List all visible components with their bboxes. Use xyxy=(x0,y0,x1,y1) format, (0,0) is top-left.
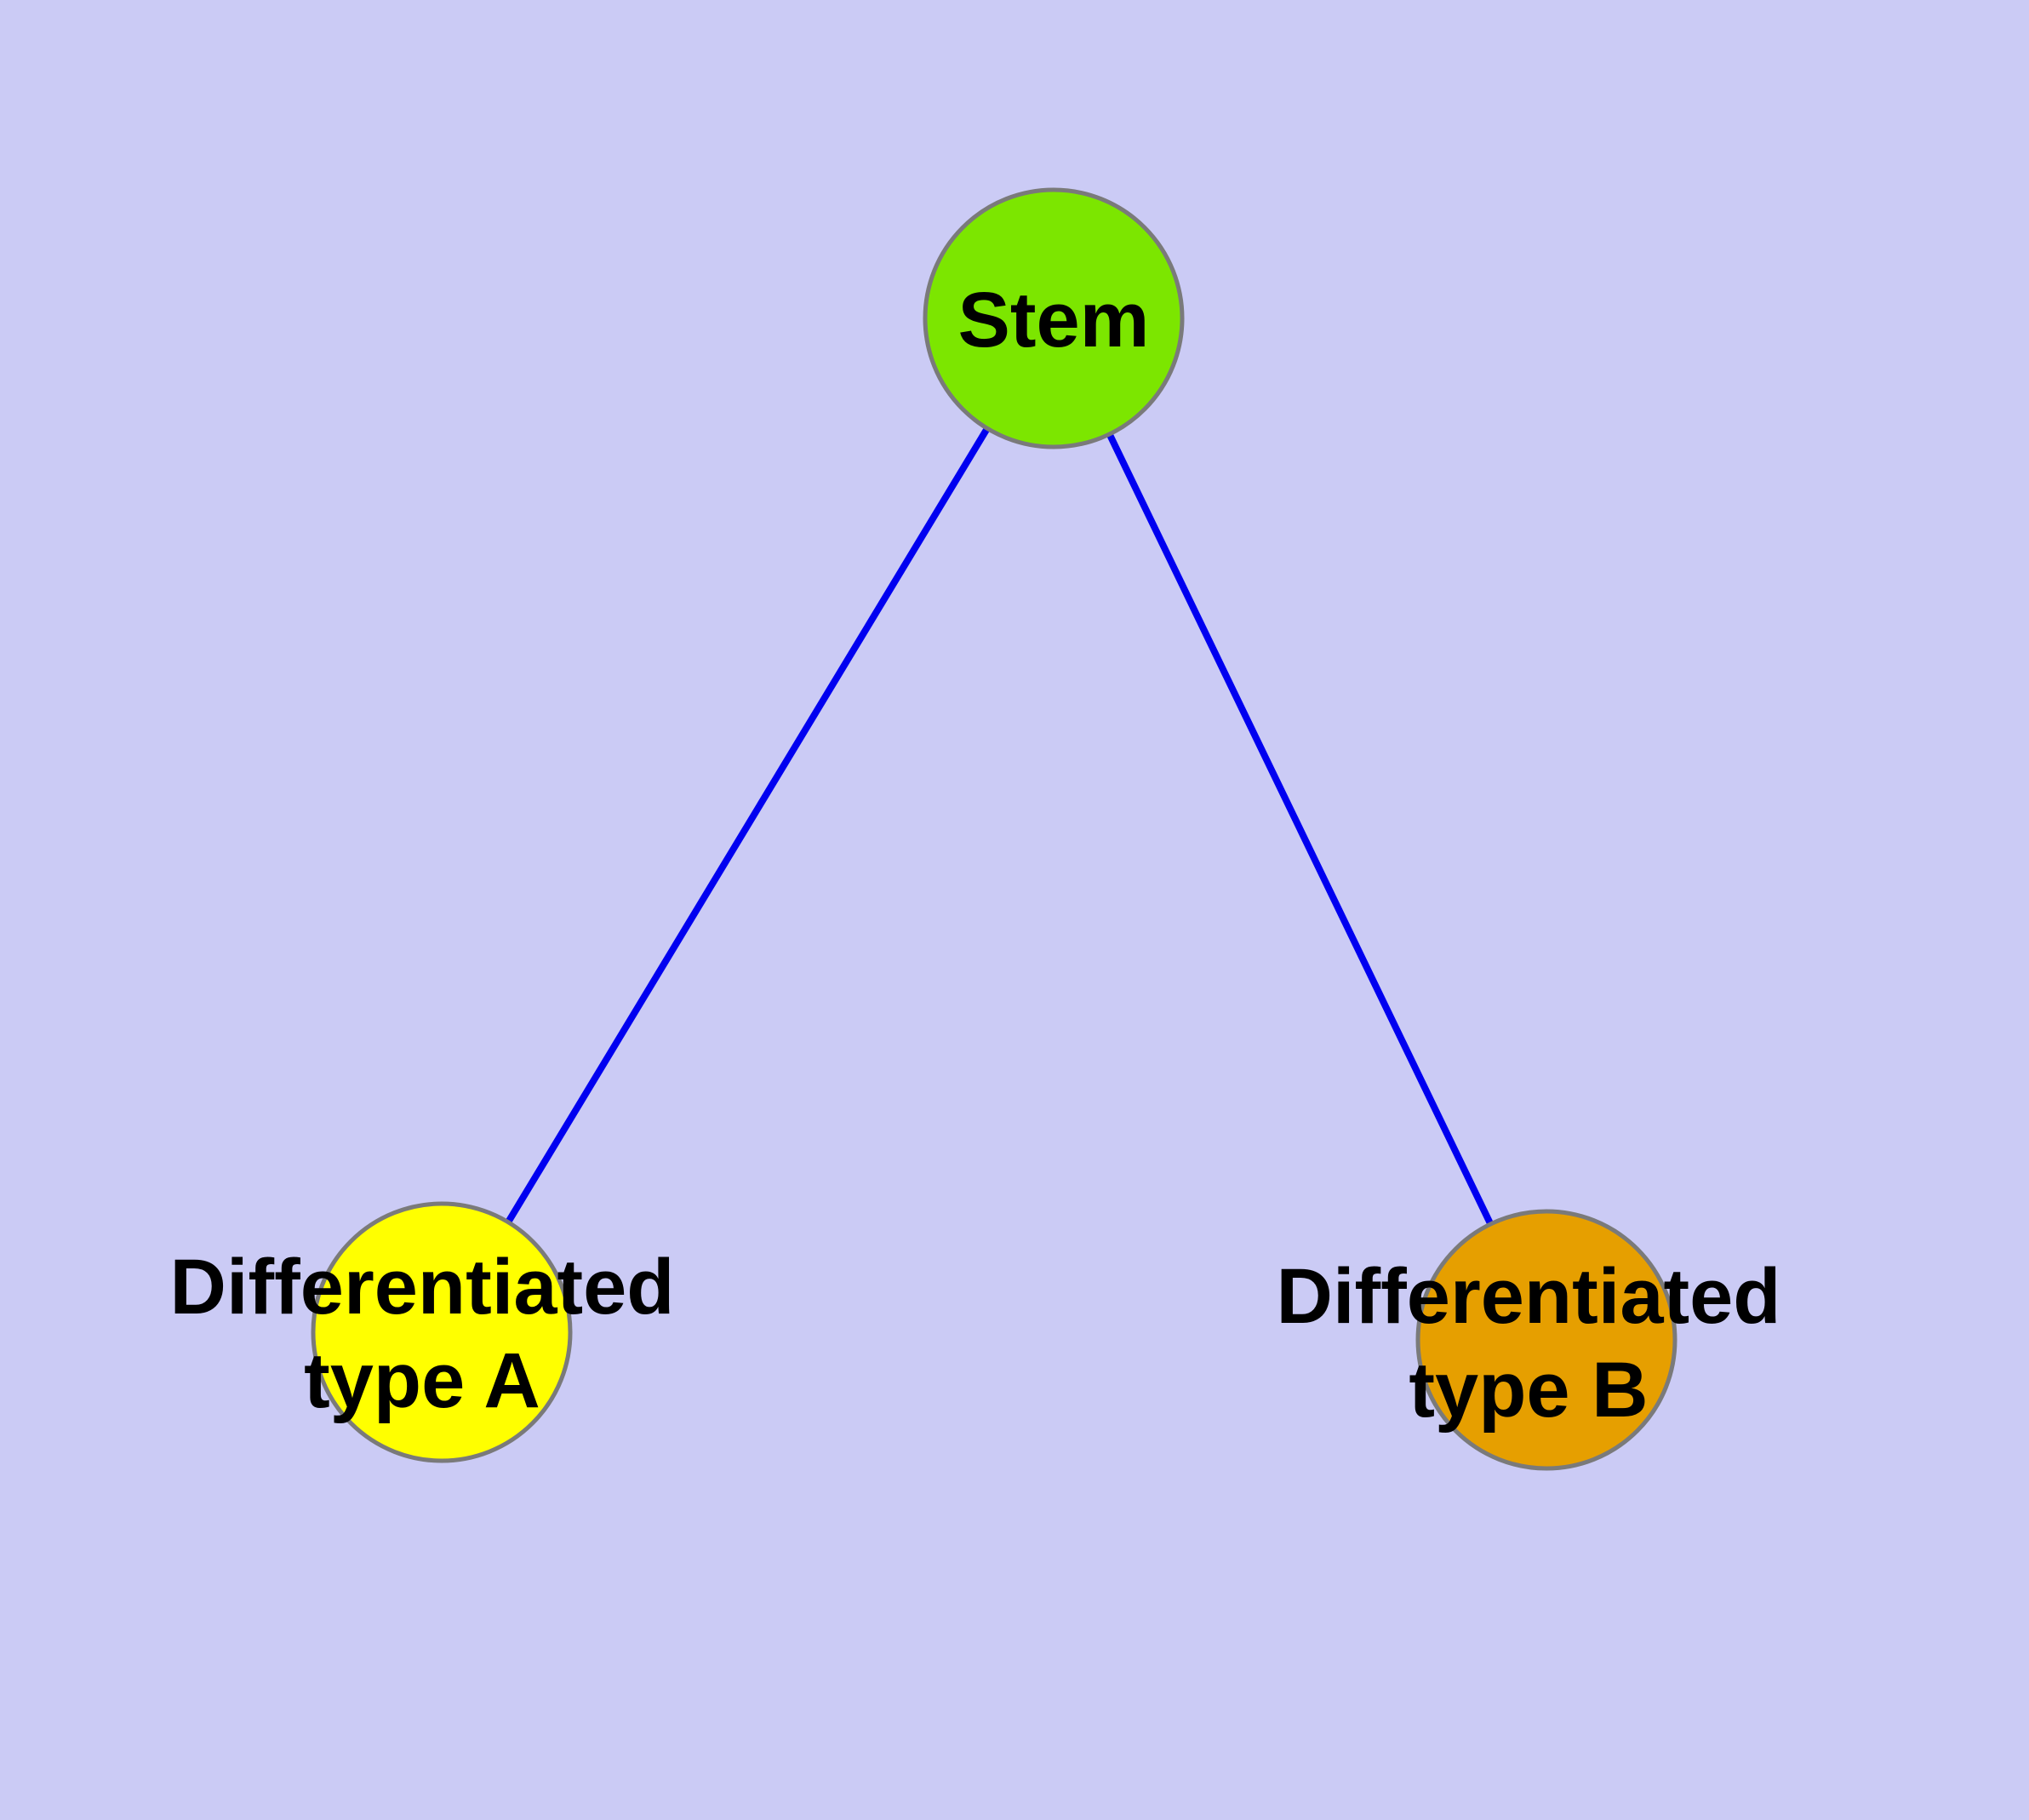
type-a-node xyxy=(311,1201,573,1463)
type-b-node xyxy=(1415,1209,1677,1471)
type-a-node-label-line1: Differentiated xyxy=(170,1244,675,1331)
type-b-node-label-line1: Differentiated xyxy=(1277,1253,1781,1340)
type-a-node-label-line2: type A xyxy=(304,1337,540,1424)
edge-stem-to-type-a xyxy=(438,316,1057,1335)
stem-node-label: Stem xyxy=(958,277,1150,363)
stem-node xyxy=(923,187,1185,449)
type-b-node-label-line2: type B xyxy=(1409,1347,1648,1434)
edge-stem-to-type-b xyxy=(1050,317,1550,1342)
